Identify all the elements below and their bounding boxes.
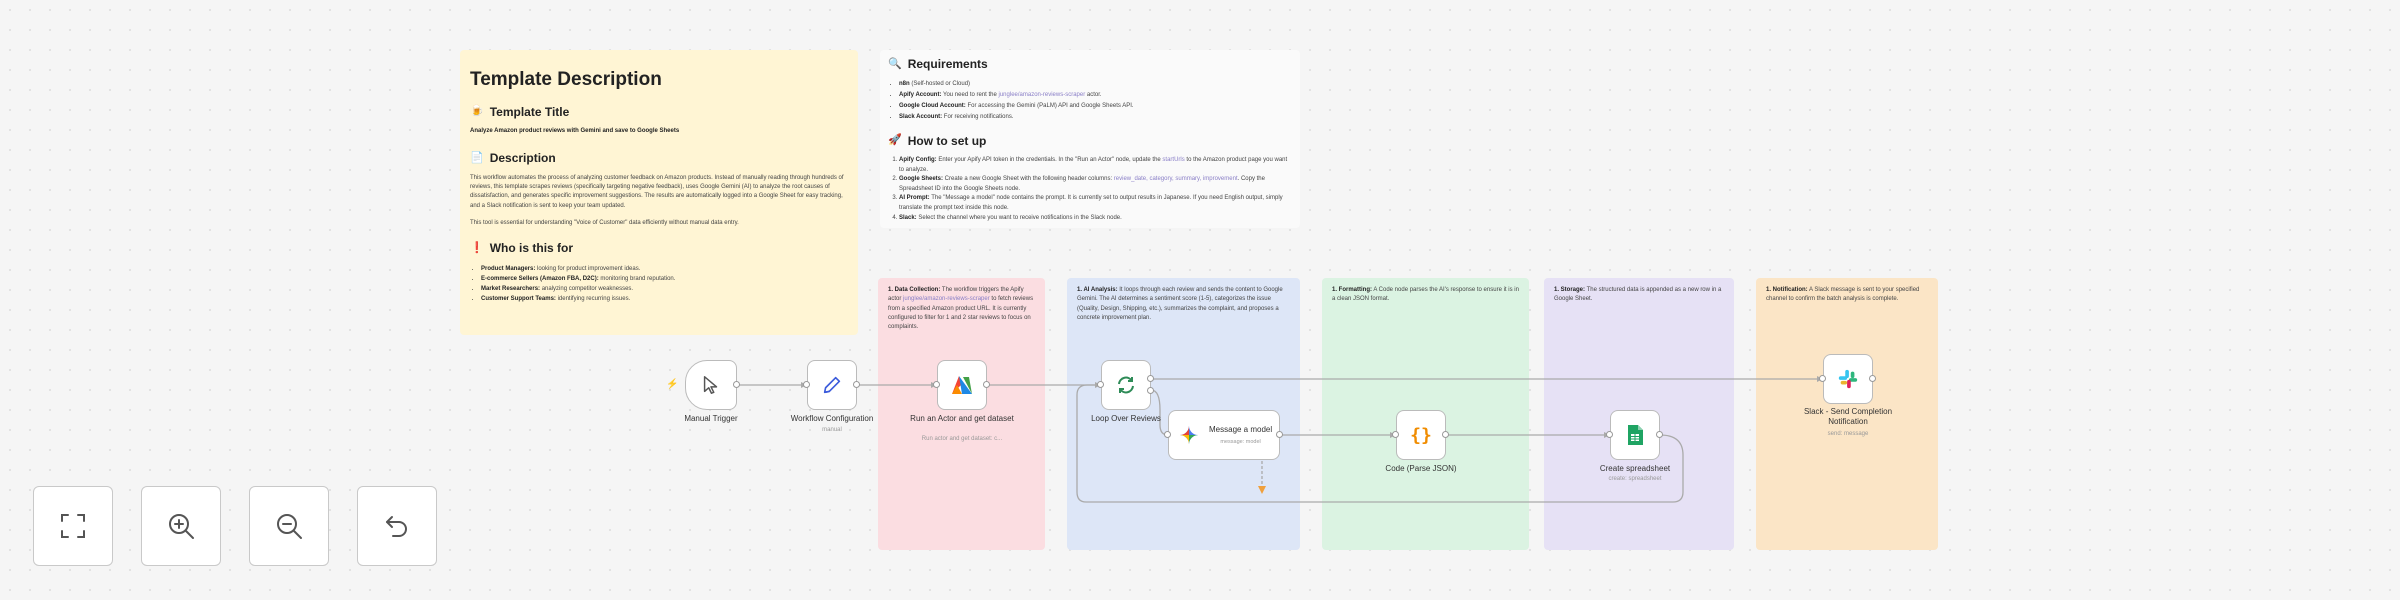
node-subtitle: message: model: [1220, 439, 1261, 445]
list-item: Market Researchers: analyzing competitor…: [481, 284, 848, 294]
apify-icon: [952, 376, 972, 394]
magnifier-icon: 🔍: [888, 57, 902, 70]
who-heading: ❗ Who is this for: [470, 241, 574, 256]
setup-heading: 🚀 How to set up: [888, 133, 987, 148]
loop-icon: [1118, 376, 1134, 394]
input-port[interactable]: [803, 381, 810, 388]
list-item: Product Managers: looking for product im…: [481, 264, 848, 274]
list-item: AI Prompt: The "Message a model" node co…: [899, 194, 1292, 213]
node-label: Workflow Configuration: [790, 414, 874, 423]
done-output-port[interactable]: [1147, 375, 1154, 382]
list-item: E-commerce Sellers (Amazon FBA, D2C): mo…: [481, 274, 848, 284]
document-icon: 📄: [470, 151, 484, 164]
input-port[interactable]: [1606, 431, 1613, 438]
rocket-icon: 🚀: [888, 134, 902, 147]
code-parse-json-node[interactable]: {}: [1396, 410, 1446, 460]
notification-note[interactable]: 1. Notification: A Slack message is sent…: [1756, 278, 1938, 550]
node-label: Slack - Send Completion Notification: [1803, 407, 1893, 426]
node-subtitle: manual: [822, 427, 842, 433]
node-label: Code (Parse JSON): [1385, 464, 1457, 473]
cursor-icon: [703, 376, 718, 394]
input-port[interactable]: [1819, 375, 1826, 382]
loop-output-port[interactable]: [1147, 387, 1154, 394]
exclamation-icon: ❗: [470, 241, 484, 254]
zoom-in-icon: [169, 514, 194, 539]
list-item: Google Cloud Account: For accessing the …: [899, 101, 1292, 112]
data-collection-note[interactable]: 1. Data Collection: The workflow trigger…: [878, 278, 1045, 550]
output-port[interactable]: [1442, 431, 1449, 438]
list-item: Apify Account: You need to rent the jung…: [899, 90, 1292, 101]
node-subtitle: send: message: [1827, 431, 1869, 437]
setup-list: Apify Config: Enter your Apify API token…: [888, 156, 1292, 223]
requirements-note[interactable]: 🔍 Requirements n8n (Self-hosted or Cloud…: [880, 50, 1300, 228]
apify-actor-node[interactable]: [937, 360, 987, 410]
create-spreadsheet-node[interactable]: [1610, 410, 1660, 460]
fit-view-icon: [61, 514, 85, 538]
node-label: Loop Over Reviews: [1091, 414, 1161, 423]
connection-line: [1150, 389, 1169, 436]
output-port[interactable]: [1276, 431, 1283, 438]
trigger-bolt-icon: ⚡: [666, 379, 679, 390]
output-port[interactable]: [1656, 431, 1663, 438]
requirements-list: n8n (Self-hosted or Cloud) Apify Account…: [888, 79, 1292, 122]
zoom-out-button[interactable]: [249, 486, 329, 566]
template-description-note[interactable]: Template Description 🍺 Template Title An…: [460, 50, 858, 335]
description-heading: 📄 Description: [470, 151, 556, 166]
list-item: Google Sheets: Create a new Google Sheet…: [899, 175, 1292, 194]
list-item: n8n (Self-hosted or Cloud): [899, 79, 1292, 90]
undo-button[interactable]: [357, 486, 437, 566]
template-title-text: Analyze Amazon product reviews with Gemi…: [470, 127, 680, 134]
manual-trigger-node[interactable]: [685, 360, 737, 410]
node-label: Manual Trigger: [684, 414, 738, 423]
connection-line: [1076, 384, 1684, 503]
fit-view-button[interactable]: [33, 486, 113, 566]
list-item: Slack Account: For receiving notificatio…: [899, 112, 1292, 123]
list-item: Customer Support Teams: identifying recu…: [481, 294, 848, 304]
output-port[interactable]: [1869, 375, 1876, 382]
input-port[interactable]: [1392, 431, 1399, 438]
slack-icon: [1838, 369, 1858, 389]
output-port[interactable]: [853, 381, 860, 388]
description-text-2: This tool is essential for understanding…: [470, 219, 739, 226]
workflow-config-node[interactable]: [807, 360, 857, 410]
who-list: Product Managers: looking for product im…: [470, 264, 848, 305]
requirements-heading: 🔍 Requirements: [888, 57, 988, 71]
node-label: Run an Actor and get dataset: [910, 414, 1014, 423]
output-port[interactable]: [983, 381, 990, 388]
list-item: Slack: Select the channel where you want…: [899, 214, 1292, 224]
pencil-icon: [823, 376, 841, 394]
template-heading: Template Description: [470, 69, 662, 90]
gemini-model-node[interactable]: Message a model message: model: [1168, 410, 1280, 460]
gemini-icon: [1179, 425, 1199, 445]
input-port[interactable]: [933, 381, 940, 388]
braces-icon: {}: [1410, 424, 1432, 446]
slack-notification-node[interactable]: [1823, 354, 1873, 404]
node-label: Create spreadsheet: [1599, 464, 1671, 473]
sheets-icon: [1628, 425, 1643, 445]
node-subtitle: Run actor and get dataset: c...: [921, 436, 1003, 442]
node-subtitle: create: spreadsheet: [1608, 476, 1662, 482]
input-port[interactable]: [1164, 431, 1171, 438]
description-text: This workflow automates the process of a…: [470, 174, 844, 209]
node-label: Message a model: [1209, 425, 1273, 434]
beer-icon: 🍺: [470, 105, 484, 118]
zoom-out-icon: [277, 514, 302, 539]
list-item: Apify Config: Enter your Apify API token…: [899, 156, 1292, 175]
undo-icon: [386, 516, 407, 537]
output-port[interactable]: [733, 381, 740, 388]
template-title-heading: 🍺 Template Title: [470, 104, 570, 119]
loop-over-reviews-node[interactable]: [1101, 360, 1151, 410]
zoom-in-button[interactable]: [141, 486, 221, 566]
input-port[interactable]: [1097, 381, 1104, 388]
